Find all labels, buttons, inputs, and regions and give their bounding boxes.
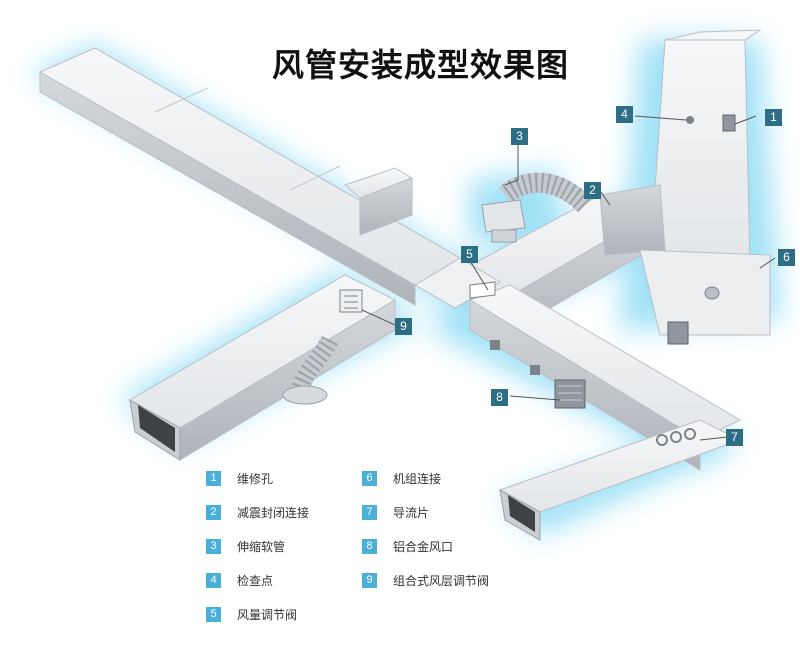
lower-right-duct	[468, 284, 742, 541]
legend-label: 检查点	[237, 573, 274, 588]
legend-num: 6	[362, 470, 377, 486]
callout-1: 1	[765, 109, 782, 126]
legend-label: 伸缩软管	[237, 539, 286, 554]
legend-label: 机组连接	[393, 471, 442, 486]
legend-label: 维修孔	[237, 471, 274, 486]
callout-9: 9	[395, 318, 412, 335]
legend-label: 组合式风层调节阀	[393, 573, 490, 588]
left-flex-hose	[282, 335, 339, 405]
legend-item-8: 8 铝合金风口	[362, 537, 453, 555]
legend-num: 5	[206, 606, 221, 622]
legend-item-5: 5 风量调节阀	[206, 605, 297, 623]
legend-item-4: 4 检查点	[206, 571, 273, 589]
center-junction	[414, 257, 501, 309]
callout-6: 6	[778, 249, 795, 266]
callout-8: 8	[491, 389, 508, 406]
callout-2: 2	[584, 182, 601, 199]
legend-label: 风量调节阀	[237, 607, 298, 622]
legend-num: 7	[362, 504, 377, 520]
callout-5: 5	[461, 246, 478, 263]
legend-item-9: 9 组合式风层调节阀	[362, 571, 489, 589]
main-duct	[38, 47, 461, 306]
left-damper	[339, 289, 363, 313]
legend-label: 铝合金风口	[393, 539, 454, 554]
legend-item-2: 2 减震封闭连接	[206, 503, 309, 521]
left-branch	[128, 274, 397, 461]
legend-num: 2	[206, 504, 221, 520]
legend-item-1: 1 维修孔	[206, 469, 273, 487]
legend-label: 导流片	[393, 505, 430, 520]
page-title: 风管安装成型效果图	[272, 46, 570, 84]
top-flex-hose	[481, 172, 593, 243]
upper-branch	[344, 167, 414, 236]
legend-num: 3	[206, 538, 221, 554]
legend-item-3: 3 伸缩软管	[206, 537, 285, 555]
legend-label: 减震封闭连接	[237, 505, 310, 520]
callout-7: 7	[726, 429, 743, 446]
legend-num: 4	[206, 572, 221, 588]
turning-vanes	[656, 428, 696, 446]
legend-num: 1	[206, 470, 221, 486]
air-handling-unit	[599, 29, 771, 345]
legend-item-7: 7 导流片	[362, 503, 429, 521]
legend-num: 8	[362, 538, 377, 554]
legend-item-6: 6 机组连接	[362, 469, 441, 487]
legend-num: 9	[362, 572, 377, 588]
callout-3: 3	[511, 128, 528, 145]
callout-4: 4	[616, 106, 633, 123]
